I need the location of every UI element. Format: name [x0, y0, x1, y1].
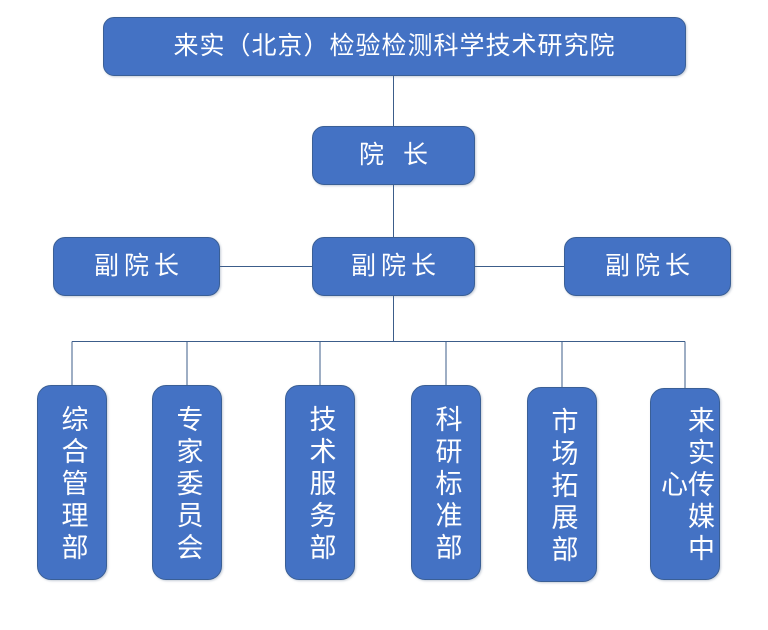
- org-node-department-3[interactable]: 技术服务部: [285, 385, 355, 580]
- org-node-department-4[interactable]: 科研标准部: [411, 385, 481, 580]
- org-node-deputy-right[interactable]: 副院长: [564, 237, 731, 296]
- org-node-department-6-label: 来实传媒中心: [657, 406, 714, 566]
- org-node-director-label: 院 长: [359, 140, 434, 169]
- org-node-deputy-right-label: 副院长: [604, 251, 695, 280]
- org-node-department-1[interactable]: 综合管理部: [37, 385, 107, 580]
- org-node-department-5[interactable]: 市场拓展部: [527, 387, 597, 582]
- org-node-deputy-center-label: 副院长: [350, 251, 441, 280]
- org-node-department-2[interactable]: 专家委员会: [152, 385, 222, 580]
- org-node-department-6[interactable]: 来实传媒中心: [650, 388, 720, 580]
- org-node-director[interactable]: 院 长: [312, 126, 475, 185]
- org-node-department-4-label: 科研标准部: [431, 404, 462, 565]
- org-node-department-2-label: 专家委员会: [172, 404, 203, 565]
- org-node-department-5-label: 市场拓展部: [547, 406, 578, 567]
- org-node-root[interactable]: 来实（北京）检验检测科学技术研究院: [103, 17, 686, 76]
- org-node-department-1-label: 综合管理部: [57, 404, 88, 565]
- org-node-deputy-left-label: 副院长: [93, 251, 184, 280]
- org-node-deputy-left[interactable]: 副院长: [53, 237, 220, 296]
- org-node-deputy-center[interactable]: 副院长: [312, 237, 475, 296]
- org-node-root-label: 来实（北京）检验检测科学技术研究院: [173, 31, 616, 60]
- org-node-department-3-label: 技术服务部: [305, 404, 336, 565]
